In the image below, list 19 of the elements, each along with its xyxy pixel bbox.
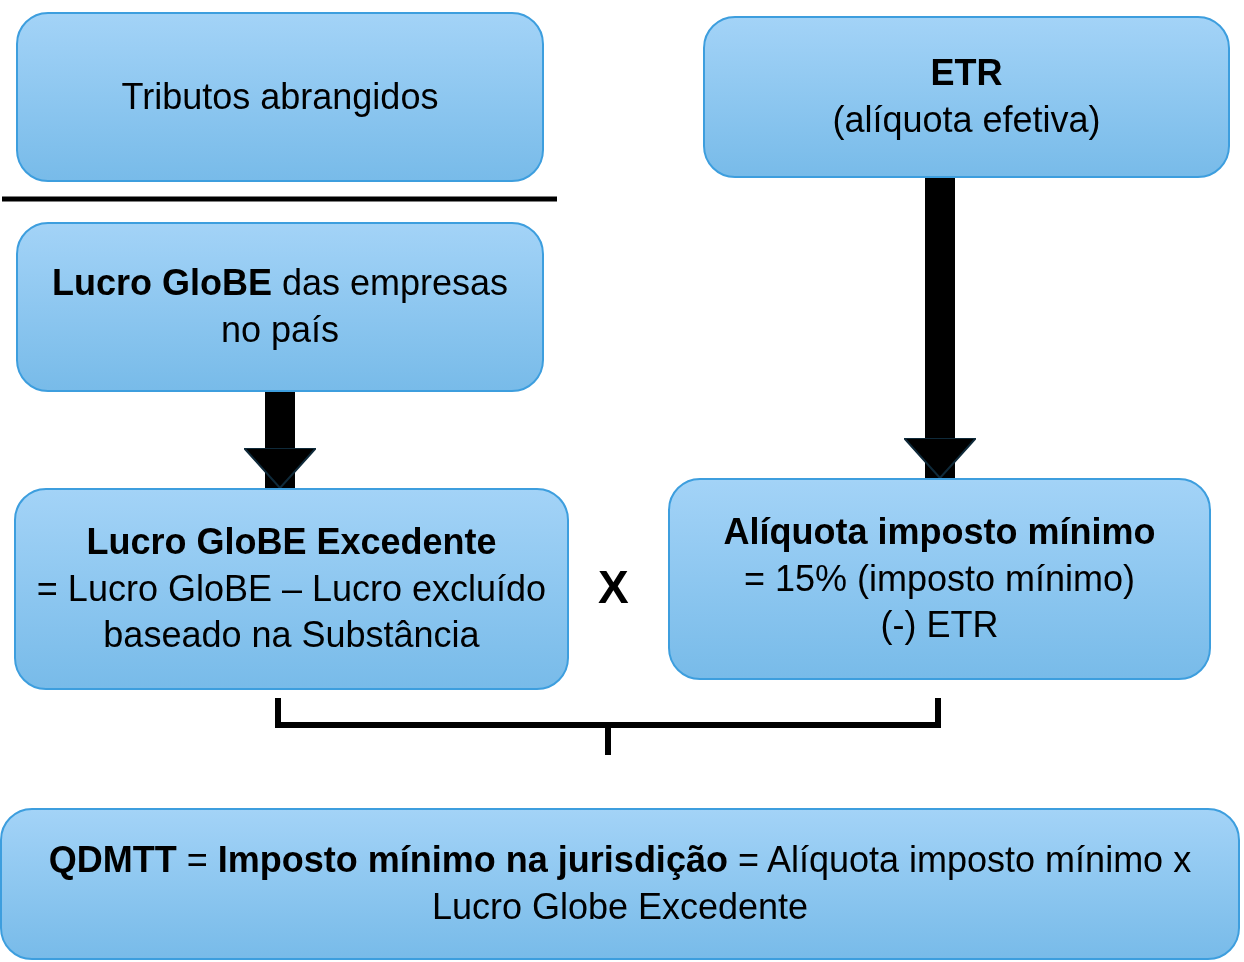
box-text: = Lucro GloBE – Lucro excluído baseado na Substância: [35, 566, 548, 658]
rounded-box: [16, 12, 544, 182]
box-title: Lucro GloBE Excedente: [86, 519, 497, 564]
box-title: ETR: [930, 51, 1003, 96]
rounded-box: [16, 222, 544, 392]
box-text: (alíquota efetiva): [832, 98, 1101, 142]
box-text: Tributos abrangidos: [121, 74, 439, 119]
operator-sign: X: [598, 560, 629, 614]
box-text: = 15% (imposto mínimo): [743, 556, 1136, 601]
rounded-box: [14, 488, 569, 690]
block-arrow: [903, 178, 977, 479]
box-title: Alíquota imposto mínimo: [723, 509, 1156, 554]
box-text: Lucro GloBE das empresas no país: [50, 261, 510, 352]
box-text: QDMTT = Imposto mínimo na jurisdição = Alíquota imposto mínimo x Lucro Globe Excedente: [47, 838, 1193, 929]
rounded-box: [668, 478, 1211, 680]
block-arrow: [243, 392, 317, 489]
rounded-box: [0, 808, 1240, 960]
box-text: (-) ETR: [880, 603, 999, 648]
rounded-box: [703, 16, 1230, 178]
